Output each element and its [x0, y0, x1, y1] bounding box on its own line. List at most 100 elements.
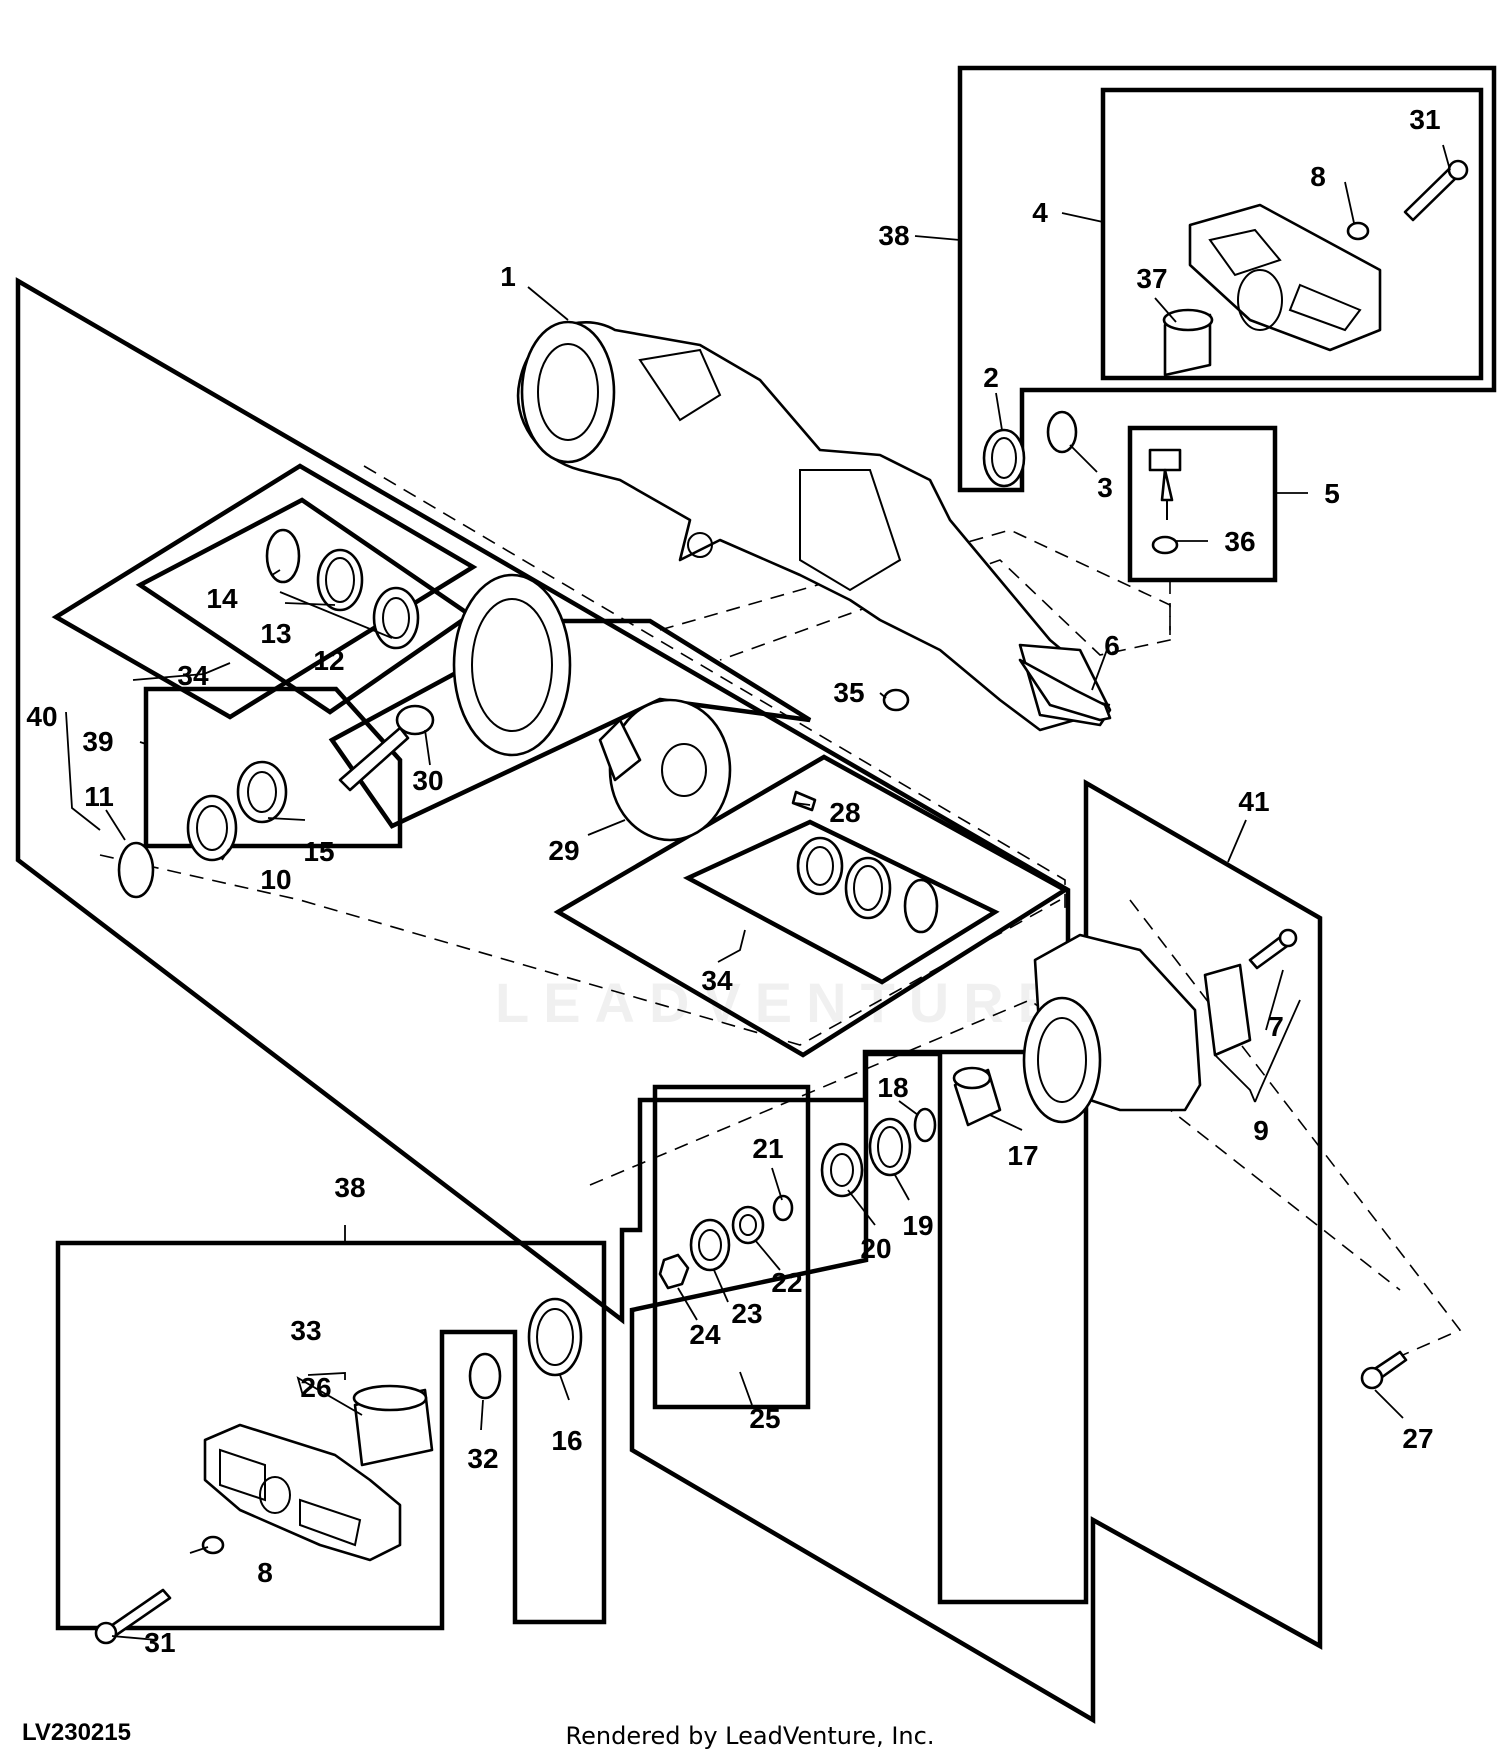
- callout-6: 6: [1104, 630, 1120, 661]
- bearing-race-part-10: [186, 794, 238, 862]
- callout-13-top: 13: [260, 618, 291, 649]
- o-ring-part-3: [1046, 410, 1078, 454]
- axle-shaft-part-6: [1018, 658, 1112, 722]
- callout-12-top: 12: [313, 645, 344, 676]
- bearing-part-15: [236, 760, 288, 824]
- callout-8-top: 8: [1310, 161, 1326, 192]
- bearing-race-part-19: [868, 1117, 912, 1177]
- callout-19: 19: [902, 1210, 933, 1241]
- carrier-housing-part-9: [1022, 933, 1252, 1124]
- callout-31-top: 31: [1409, 104, 1440, 135]
- callout-22: 22: [771, 1267, 802, 1298]
- callout-41: 41: [1238, 786, 1269, 817]
- sensor-part-5: [1148, 448, 1182, 520]
- callout-38-top: 38: [878, 220, 909, 251]
- callout-30: 30: [412, 765, 443, 796]
- leader-lines: [65, 144, 1451, 1641]
- differential-part-29: [598, 698, 732, 842]
- callout-8-bottom: 8: [257, 1557, 273, 1588]
- seal-ring-part-2: [982, 428, 1026, 488]
- assembly-line-lower: [589, 999, 1401, 1291]
- nut-part-24: [658, 1253, 690, 1290]
- frame-34-bottom: [553, 754, 1070, 1058]
- bracket-part-33: [203, 1423, 402, 1562]
- bushing-part-26: [352, 1384, 434, 1467]
- snap-ring-part-11: [117, 841, 155, 899]
- snap-ring-part-32: [468, 1352, 502, 1400]
- bolt-part-31-bottom: [94, 1588, 172, 1645]
- callout-37: 37: [1136, 263, 1167, 294]
- gear-ring-part-16: [527, 1297, 583, 1377]
- callout-24: 24: [689, 1319, 721, 1350]
- figure-id: LV230215: [22, 1719, 131, 1746]
- callout-1: 1: [500, 261, 516, 292]
- snap-ring-part-14-bottom: [903, 878, 939, 934]
- callout-10: 10: [260, 864, 291, 895]
- callout-34-bottom: 34: [701, 965, 733, 996]
- callout-5: 5: [1324, 478, 1340, 509]
- pinion-shaft-part-30: [338, 704, 435, 792]
- frame-41: [629, 779, 1323, 1724]
- callout-32: 32: [467, 1443, 498, 1474]
- seal-part-23: [689, 1218, 731, 1272]
- callout-29: 29: [548, 835, 579, 866]
- bushing-part-17: [952, 1066, 1002, 1127]
- callout-28: 28: [829, 797, 860, 828]
- callout-4: 4: [1032, 197, 1048, 228]
- bolt-part-27: [1360, 1350, 1408, 1390]
- snap-ring-part-14-top: [265, 528, 301, 584]
- assembly-line-right: [1129, 899, 1462, 1366]
- bolt-part-7: [1248, 928, 1298, 970]
- watermark: LEADVENTURE: [495, 971, 1070, 1034]
- bracket-part-4: [1188, 203, 1382, 352]
- callout-35: 35: [833, 677, 864, 708]
- nut-part-8-bottom: [201, 1535, 225, 1555]
- callout-9: 9: [1253, 1115, 1269, 1146]
- callout-15: 15: [303, 836, 334, 867]
- callout-34-top: 34: [177, 660, 209, 691]
- bearing-race-part-13-bottom: [844, 856, 892, 920]
- bushing-part-37: [1162, 308, 1214, 377]
- callout-36: 36: [1224, 526, 1255, 557]
- axle-housing-part: [516, 320, 1112, 732]
- callout-7: 7: [1268, 1011, 1284, 1042]
- callout-21: 21: [752, 1133, 783, 1164]
- callout-14-top: 14: [206, 583, 238, 614]
- callout-33: 33: [290, 1315, 321, 1346]
- callout-31-bottom: 31: [144, 1627, 175, 1658]
- callout-11: 11: [84, 781, 114, 812]
- callout-18: 18: [877, 1072, 908, 1103]
- bearing-part-20: [820, 1142, 864, 1198]
- callout-2: 2: [983, 362, 999, 393]
- render-credit: Rendered by LeadVenture, Inc.: [565, 1722, 935, 1750]
- callout-38-bottom: 38: [334, 1172, 365, 1203]
- frame-38-bottom: [55, 1240, 607, 1631]
- frame-39: [143, 686, 403, 849]
- bolt-part-28: [791, 790, 817, 812]
- ring-gear-part-30: [452, 573, 572, 757]
- callout-23: 23: [731, 1298, 762, 1329]
- assembly-line-upper: [659, 529, 1171, 661]
- callout-17: 17: [1007, 1140, 1038, 1171]
- nut-part-8-top: [1346, 221, 1370, 241]
- frame-34-top: [51, 463, 478, 720]
- bearing-race-part-13-top: [316, 548, 364, 612]
- callout-27: 27: [1402, 1423, 1433, 1454]
- frame-38-top: [957, 65, 1497, 493]
- snap-ring-part-18: [913, 1107, 937, 1143]
- callout-16: 16: [551, 1425, 582, 1456]
- bearing-part-12-bottom: [796, 836, 844, 896]
- bolt-part-31-top: [1403, 159, 1469, 222]
- plug-part-35: [882, 688, 910, 712]
- callout-26: 26: [300, 1372, 331, 1403]
- frame-25: [652, 1084, 811, 1410]
- frame-5: [1127, 425, 1278, 583]
- callout-20: 20: [860, 1233, 891, 1264]
- callout-3: 3: [1097, 472, 1113, 503]
- assembly-line-mid: [99, 854, 1061, 1046]
- bearing-part-12-top: [372, 586, 420, 650]
- frame-4: [1100, 87, 1484, 381]
- assembly-line-left: [363, 465, 1066, 915]
- bearing-part-22: [731, 1205, 765, 1245]
